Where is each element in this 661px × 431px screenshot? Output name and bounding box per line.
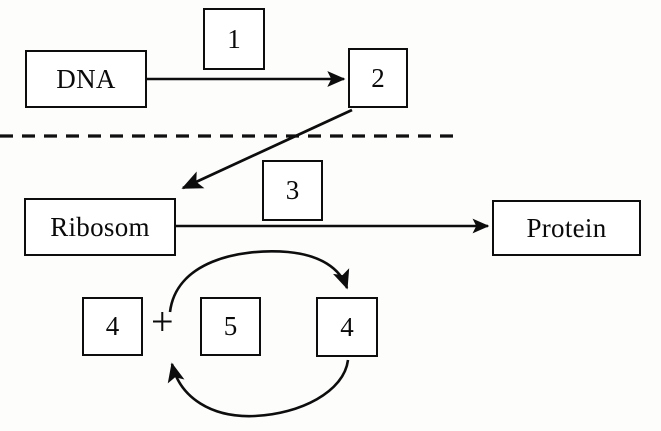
node-box-5-text: 5	[223, 311, 238, 341]
node-label-3[interactable]: 3	[262, 160, 323, 221]
node-label-1[interactable]: 1	[203, 8, 265, 70]
node-protein-label: Protein	[526, 212, 607, 243]
node-box-4-right-text: 4	[340, 311, 354, 342]
node-box-4-left-text: 4	[105, 311, 120, 341]
node-box-5[interactable]: 5	[200, 297, 261, 356]
connector-cycle-bottom-arc	[167, 359, 350, 418]
node-ribosom[interactable]: Ribosom	[24, 198, 176, 256]
node-ribosom-label: Ribosom	[50, 211, 150, 242]
node-label-3-text: 3	[285, 175, 300, 205]
node-box-4-left[interactable]: 4	[82, 297, 143, 356]
plus-operator: +	[151, 299, 174, 344]
node-box-2-text: 2	[371, 62, 385, 93]
node-protein[interactable]: Protein	[492, 200, 641, 256]
node-dna-label: DNA	[56, 63, 116, 94]
node-box-2[interactable]: 2	[348, 48, 408, 108]
node-dna[interactable]: DNA	[25, 50, 147, 108]
node-label-1-text: 1	[227, 23, 241, 54]
node-box-4-right[interactable]: 4	[316, 297, 378, 357]
